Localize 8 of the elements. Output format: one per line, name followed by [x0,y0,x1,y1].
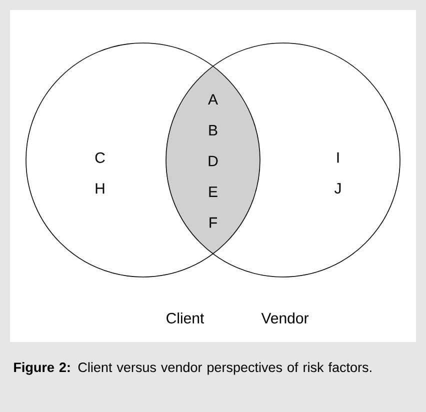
set-name: Vendor [261,312,308,324]
overlap-region: A B D E F [166,43,260,277]
caption: Figure 2: Client versus vendor perspectives of risk factors. [14,362,372,375]
circle [166,42,400,278]
circle-label: I J [334,152,341,194]
circle [26,42,260,278]
set-name: Client [166,312,204,324]
circle-label: C H [95,152,105,194]
